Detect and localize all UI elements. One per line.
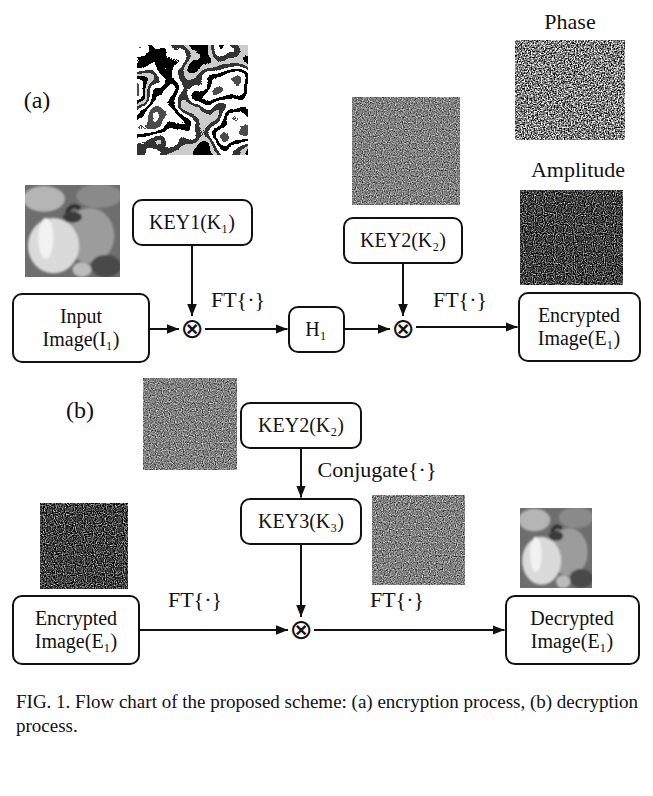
operation-label: FT{·}	[367, 587, 427, 613]
panel-label: (b)	[66, 397, 94, 424]
key2-mask	[352, 97, 460, 205]
flow-arrow	[300, 449, 302, 498]
process-box: KEY2(K₂)	[240, 402, 362, 449]
phase-image	[515, 40, 625, 140]
node-text: KEY3(K₃)	[248, 510, 354, 533]
flow-arrow	[416, 326, 518, 328]
panel-label: Amplitude	[531, 157, 625, 183]
process-box: Decrypted Image(E₁)	[505, 595, 640, 665]
flow-arrow	[402, 264, 404, 317]
multiply-node: ⊗	[390, 316, 416, 342]
process-box: KEY3(K₃)	[240, 498, 362, 545]
operation-label: FT{·}	[165, 587, 225, 613]
node-text: Decrypted Image(E₁)	[513, 607, 632, 653]
operation-label: Conjugate{·}	[315, 457, 440, 483]
amplitude-image	[520, 190, 623, 285]
node-text: ⊗	[288, 617, 314, 643]
operation-label: FT{·}	[430, 287, 490, 313]
flow-arrow	[150, 328, 179, 330]
flow-arrow	[205, 328, 288, 330]
decrypted-image	[519, 507, 594, 588]
process-box: KEY2(K₂)	[343, 217, 463, 264]
node-text: H₁	[296, 318, 337, 341]
process-box: Encrypted Image(E₁)	[518, 292, 641, 362]
node-text: Encrypted Image(E₁)	[20, 607, 132, 653]
encrypted-image	[40, 503, 128, 589]
node-text: ⊗	[390, 316, 416, 342]
multiply-node: ⊗	[288, 617, 314, 643]
node-text: KEY1(K₁)	[140, 211, 245, 234]
flow-arrow	[140, 629, 288, 631]
panel-label: Phase	[544, 9, 595, 35]
key3-mask	[372, 495, 465, 585]
node-text: KEY2(K₂)	[351, 229, 455, 252]
flow-arrow	[191, 246, 193, 317]
flow-arrow	[314, 629, 505, 631]
figure-caption: FIG. 1. Flow chart of the proposed schem…	[16, 690, 640, 738]
process-box: KEY1(K₁)	[132, 199, 253, 246]
multiply-node: ⊗	[179, 316, 205, 342]
process-box: H₁	[288, 306, 345, 353]
operation-label: FT{·}	[208, 287, 268, 313]
process-box: Encrypted Image(E₁)	[12, 595, 140, 665]
flow-arrow	[345, 328, 391, 330]
key2-mask	[143, 378, 237, 470]
node-text: Input Image(I₁)	[20, 305, 142, 351]
input-image	[23, 184, 122, 277]
node-text: Encrypted Image(E₁)	[526, 304, 633, 350]
node-text: KEY2(K₂)	[248, 414, 354, 437]
process-box: Input Image(I₁)	[12, 293, 150, 363]
key1-phase-mask	[137, 45, 248, 155]
node-text: ⊗	[179, 316, 205, 342]
panel-label: (a)	[24, 87, 51, 114]
flow-arrow	[300, 545, 302, 618]
